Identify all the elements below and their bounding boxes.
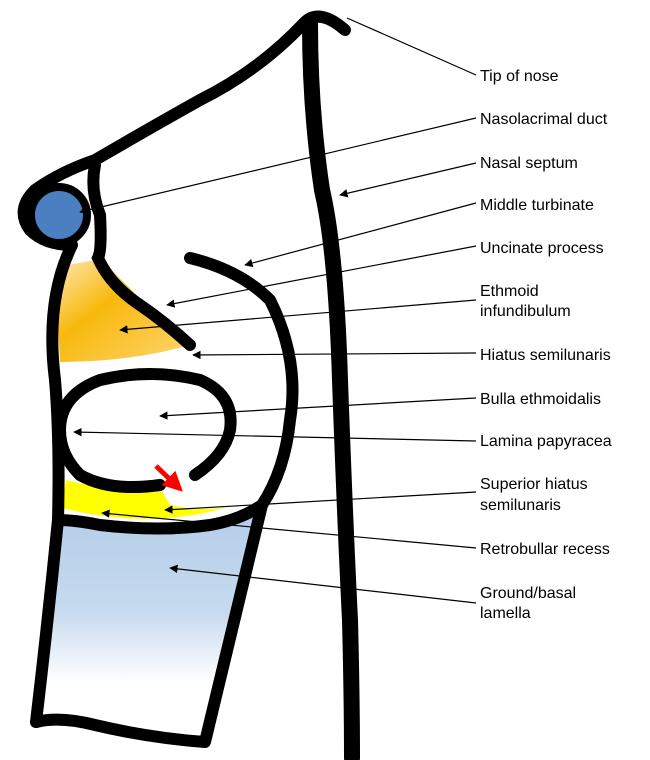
label-superior-hiatus-line2: semilunaris — [480, 497, 561, 514]
label-lamina-papyracea: Lamina papyracea — [480, 433, 612, 450]
label-superior-hiatus-line1: Superior hiatus — [480, 476, 588, 493]
label-hiatus-semilunaris: Hiatus semilunaris — [480, 347, 611, 364]
label-ethmoid-infundibulum-line1: Ethmoid — [480, 283, 539, 300]
label-ground-lamella-line1: Ground/basal — [480, 585, 576, 602]
label-ethmoid-infundibulum-line2: infundibulum — [480, 303, 571, 320]
ethmoid-infundibulum-region — [55, 260, 190, 362]
nasolacrimal-duct-circle — [31, 187, 87, 243]
bulla-ethmoidalis-outline — [60, 374, 231, 487]
label-retrobullar-recess: Retrobullar recess — [480, 541, 610, 558]
label-ground-lamella-line2: lamella — [480, 605, 531, 622]
label-uncinate-process: Uncinate process — [480, 240, 604, 257]
label-nasolacrimal-duct: Nasolacrimal duct — [480, 111, 608, 128]
label-nasal-septum: Nasal septum — [480, 155, 578, 172]
label-bulla-ethmoidalis: Bulla ethmoidalis — [480, 391, 601, 408]
nasal-septum-line — [310, 24, 352, 758]
label-middle-turbinate: Middle turbinate — [480, 197, 594, 214]
label-tip-of-nose: Tip of nose — [480, 68, 559, 85]
